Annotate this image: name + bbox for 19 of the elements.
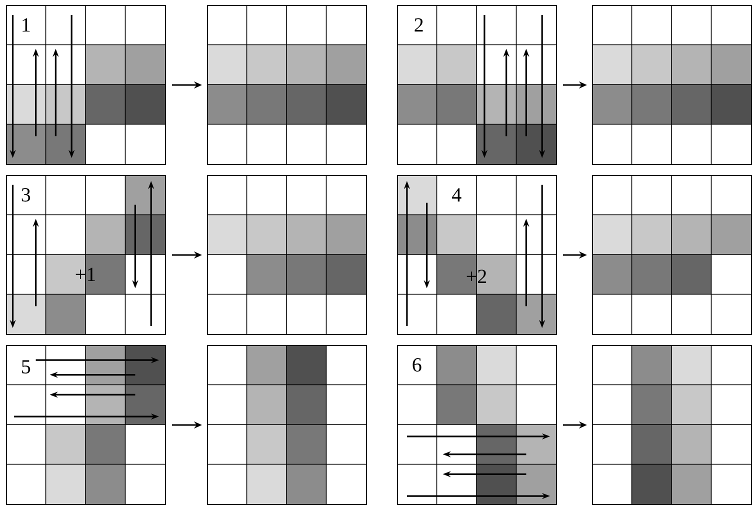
- grid: [396, 174, 557, 335]
- grid: [592, 344, 752, 505]
- grid-label: 5: [22, 360, 30, 374]
- grid: [206, 4, 367, 165]
- grid-label: 3: [22, 188, 30, 202]
- grid: [592, 4, 752, 165]
- grid: [396, 4, 557, 165]
- grid: [6, 174, 166, 335]
- grid-label: 6: [412, 358, 422, 372]
- grid: [592, 174, 752, 335]
- grid-label: 2: [414, 18, 423, 32]
- grid-label: 1: [22, 18, 30, 32]
- grid: [396, 344, 557, 505]
- grid-label: +1: [76, 268, 95, 281]
- grid: [6, 4, 166, 165]
- grid: [206, 344, 367, 505]
- grid: [206, 174, 367, 335]
- grid: [6, 344, 166, 505]
- grid-label: 4: [452, 188, 462, 202]
